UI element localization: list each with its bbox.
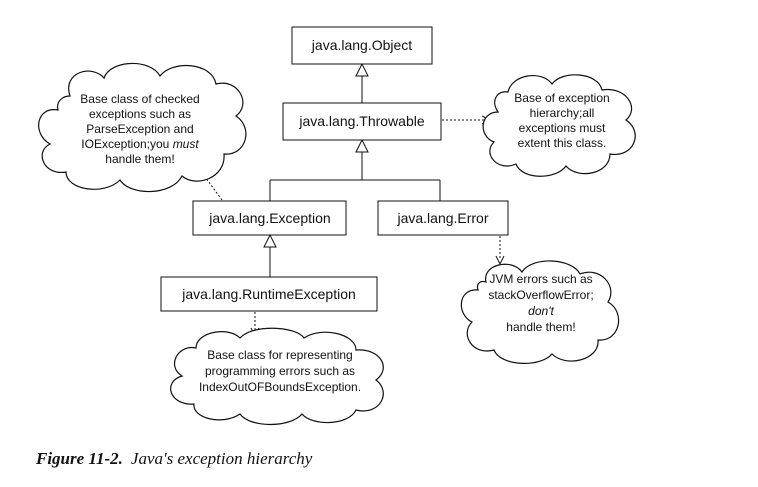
throwable-note-line-1: Base of exception xyxy=(514,91,609,105)
checked-note-line-3: ParseException and xyxy=(86,122,193,136)
checked-note-line-4-text: IOException;you xyxy=(81,137,172,151)
throwable-note-line-2: hierarchy;all xyxy=(530,106,595,120)
class-runtime-exception-box: java.lang.RuntimeException xyxy=(160,276,378,312)
figure-title: Java's exception hierarchy xyxy=(130,449,313,468)
throwable-note-line-3: exceptions must xyxy=(519,121,606,135)
class-throwable-box: java.lang.Throwable xyxy=(282,102,442,141)
error-note-line-2: stackOverflowError; xyxy=(488,288,593,302)
figure-number: Figure 11-2. xyxy=(36,449,123,468)
throwable-inheritance-triangle xyxy=(355,138,369,153)
inheritance-connectors xyxy=(263,62,441,277)
checked-note-line-2: exceptions such as xyxy=(89,107,191,121)
class-runtime-exception-label: java.lang.RuntimeException xyxy=(181,286,356,302)
error-note-line-1: JVM errors such as xyxy=(489,272,592,286)
class-object-label: java.lang.Object xyxy=(311,37,413,53)
runtime-note-line-1: Base class for representing xyxy=(207,348,352,362)
runtime-note-line-3: IndexOutOFBoundsException. xyxy=(199,380,361,394)
error-cloud: JVM errors such as stackOverflowError; d… xyxy=(460,260,620,364)
checked-note-must: must xyxy=(173,137,200,151)
class-exception-box: java.lang.Exception xyxy=(192,200,347,236)
checked-exceptions-cloud: Base class of checked exceptions such as… xyxy=(38,62,247,193)
checked-note-line-4: IOException;you must xyxy=(81,137,199,151)
checked-note-line-1: Base class of checked xyxy=(80,92,199,106)
note-connectors xyxy=(200,120,500,332)
class-error-label: java.lang.Error xyxy=(396,210,488,226)
exception-inheritance-triangle xyxy=(263,233,277,248)
runtime-cloud: Base class for representing programming … xyxy=(170,327,384,425)
throwable-cloud: Base of exception hierarchy;all exceptio… xyxy=(482,74,636,177)
checked-note-line-5: handle them! xyxy=(105,152,174,166)
error-note-dont: don't xyxy=(528,304,554,318)
error-note-line-4: handle them! xyxy=(506,320,575,334)
class-throwable-label: java.lang.Throwable xyxy=(298,113,425,129)
object-inheritance-triangle xyxy=(355,62,369,77)
runtime-note-line-2: programming errors such as xyxy=(205,364,355,378)
class-error-box: java.lang.Error xyxy=(377,200,509,236)
class-exception-label: java.lang.Exception xyxy=(208,210,330,226)
figure-caption: Figure 11-2. Java's exception hierarchy xyxy=(36,449,312,469)
class-object-box: java.lang.Object xyxy=(291,26,433,65)
throwable-note-line-4: extent this class. xyxy=(518,136,607,150)
